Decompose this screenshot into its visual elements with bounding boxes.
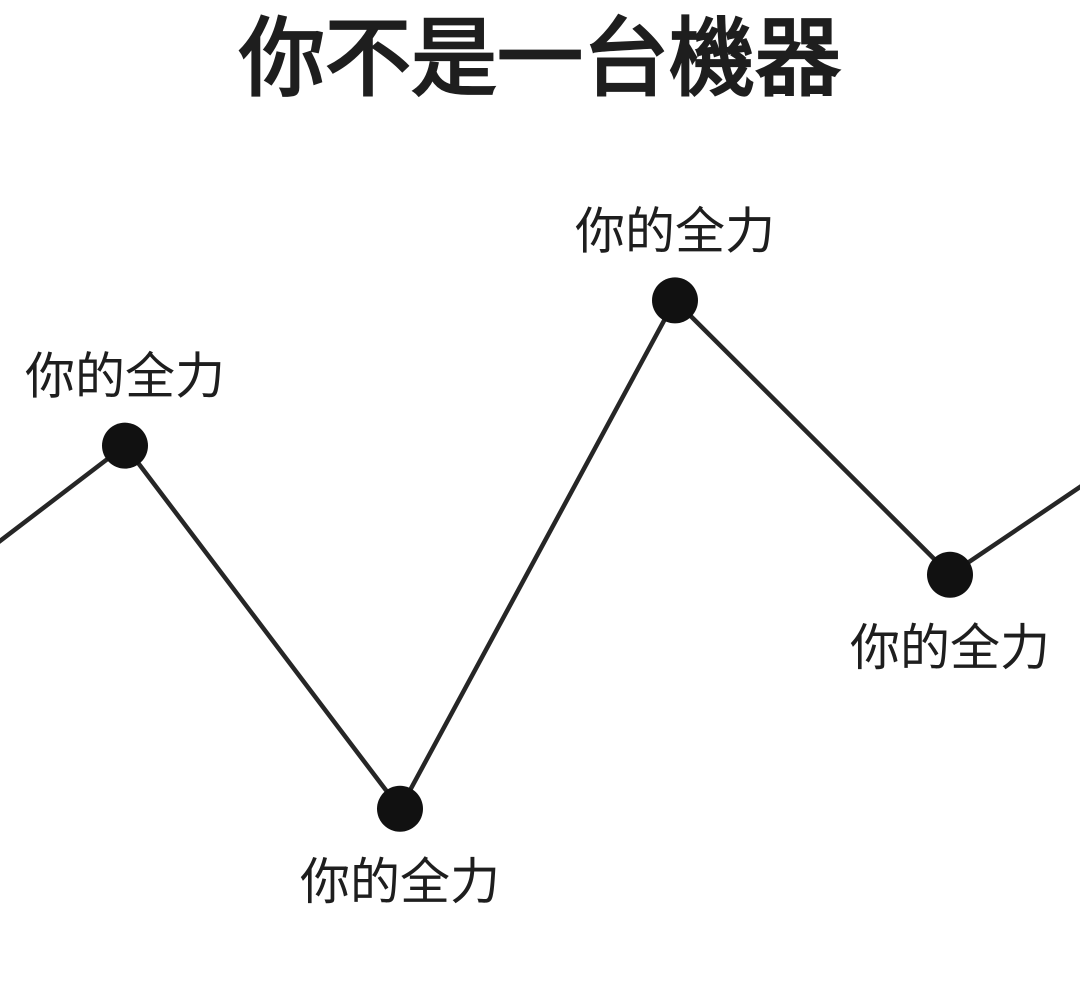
data-point-marker	[927, 551, 973, 598]
data-point-label: 你的全力	[575, 202, 775, 260]
data-point-marker	[652, 277, 698, 324]
data-point-label: 你的全力	[25, 348, 225, 406]
data-point-marker	[102, 422, 148, 469]
data-point-marker	[377, 785, 423, 832]
data-point-label: 你的全力	[850, 619, 1050, 677]
marker-group	[102, 277, 973, 832]
chart-title: 你不是一台機器	[238, 9, 842, 109]
data-point-label: 你的全力	[300, 853, 500, 911]
label-group: 你的全力你的全力你的全力你的全力你的全力你的全力你的全力	[25, 202, 1050, 911]
